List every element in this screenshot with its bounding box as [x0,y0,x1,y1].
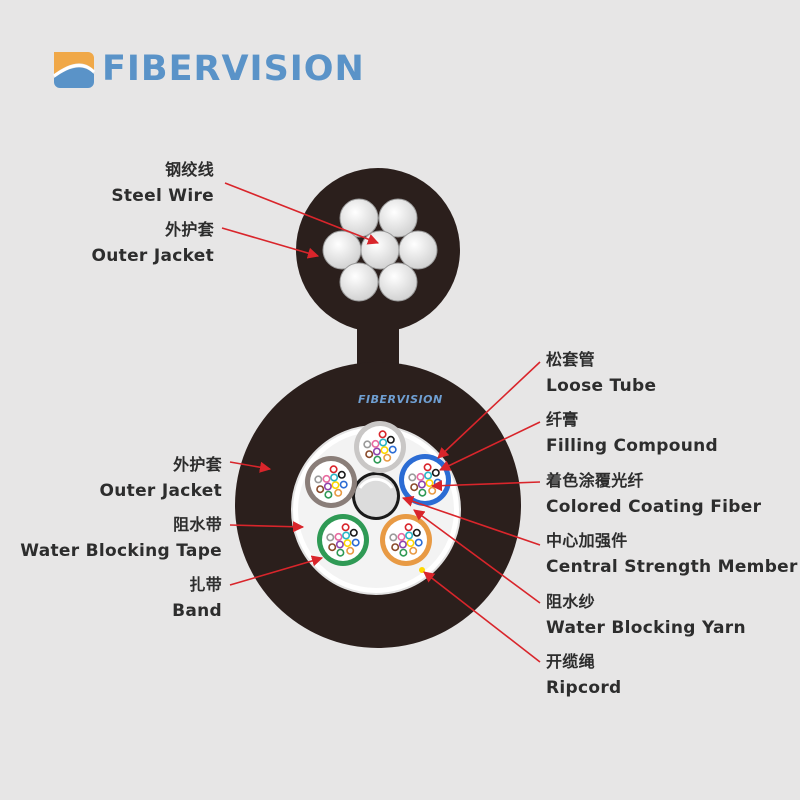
colored-fiber [322,474,331,483]
colored-fiber [346,546,355,555]
arrows [221,182,541,663]
colored-fiber [431,468,440,477]
label-filling-compound-en: Filling Compound [546,436,719,456]
colored-fiber [404,523,413,532]
colored-fiber [329,465,338,474]
colored-fiber [319,467,328,476]
label-steel-wire-en: Steel Wire [111,186,214,206]
colored-fiber [339,480,348,489]
label-colored-fiber-en: Colored Coating Fiber [546,497,762,517]
colored-fiber [331,525,340,534]
colored-fiber [428,486,437,495]
colored-fiber [323,482,332,491]
colored-fiber [343,539,352,548]
colored-fiber [378,430,387,439]
label-central-member-en: Central Strength Member [546,557,798,577]
colored-fiber [405,531,414,540]
colored-fiber [336,548,345,557]
colored-fiber [433,478,442,487]
colored-fiber [324,490,333,499]
label-outer-jacket-zh: 外护套 [173,455,222,474]
colored-fiber [409,546,418,555]
colored-fiber [425,479,434,488]
label-water-blocking-yarn-zh: 阻水纱 [546,592,595,611]
colored-fiber [334,532,343,541]
colored-fiber [365,450,374,459]
colored-fiber [314,475,323,484]
colored-fiber [408,473,417,482]
loose-tube [380,514,432,566]
colored-fiber [417,480,426,489]
watermark-text: FIBERVISION [358,393,443,406]
colored-fiber [368,432,377,441]
colored-fiber [372,447,381,456]
colored-fiber [413,465,422,474]
loose-tube [354,421,406,473]
colored-fiber [335,540,344,549]
colored-fiber [398,540,407,549]
colored-fiber [351,538,360,547]
colored-fiber [391,543,400,552]
colored-fiber [418,488,427,497]
loose-tubes [305,421,451,566]
label-band-zh: 扎带 [189,575,222,594]
loose-tube [317,514,369,566]
colored-fiber [371,439,380,448]
colored-fiber [316,485,325,494]
brand-name: FIBERVISION [102,49,365,89]
colored-fiber [406,539,415,548]
label-band-en: Band [172,601,222,621]
colored-fiber [363,440,372,449]
label-steel-wire-zh: 钢绞线 [165,160,214,179]
fibervision-logo-icon [53,52,96,88]
colored-fiber [337,470,346,479]
colored-fiber [386,435,395,444]
colored-fiber [328,543,337,552]
label-central-member-zh: 中心加强件 [546,531,628,550]
steel-wire [322,198,438,302]
colored-fiber [349,528,358,537]
colored-fiber [326,533,335,542]
colored-fiber [389,533,398,542]
label-loose-tube-zh: 松套管 [546,350,595,369]
colored-fiber [334,488,343,497]
colored-fiber [341,523,350,532]
colored-fiber [380,446,389,455]
label-outer-jacket-top-en: Outer Jacket [91,246,214,266]
colored-fiber [342,531,351,540]
colored-fiber [383,453,392,462]
central-strength-member [352,472,400,520]
label-loose-tube-en: Loose Tube [546,376,657,396]
label-ripcord-zh: 开缆绳 [546,652,595,671]
label-water-blocking-yarn-en: Water Blocking Yarn [546,618,746,638]
colored-fiber [410,483,419,492]
colored-fiber [388,445,397,454]
label-outer-jacket-top-zh: 外护套 [165,220,214,239]
colored-fiber [394,525,403,534]
label-colored-fiber-zh: 着色涂覆光纤 [546,471,644,490]
colored-fiber [330,473,339,482]
label-filling-compound-zh: 纤膏 [546,410,579,429]
colored-fiber [331,481,340,490]
loose-tube [399,454,451,506]
label-water-blocking-tape-en: Water Blocking Tape [20,541,222,561]
colored-fiber [379,438,388,447]
label-ripcord-en: Ripcord [546,678,622,698]
loose-tube [305,456,357,508]
colored-fiber [397,532,406,541]
colored-fiber [423,463,432,472]
colored-fiber [373,455,382,464]
label-water-blocking-tape-zh: 阻水带 [173,515,222,534]
colored-fiber [399,548,408,557]
colored-fiber [414,538,423,547]
label-outer-jacket-en: Outer Jacket [99,481,222,501]
colored-fiber [416,472,425,481]
colored-fiber [412,528,421,537]
colored-fiber [424,471,433,480]
